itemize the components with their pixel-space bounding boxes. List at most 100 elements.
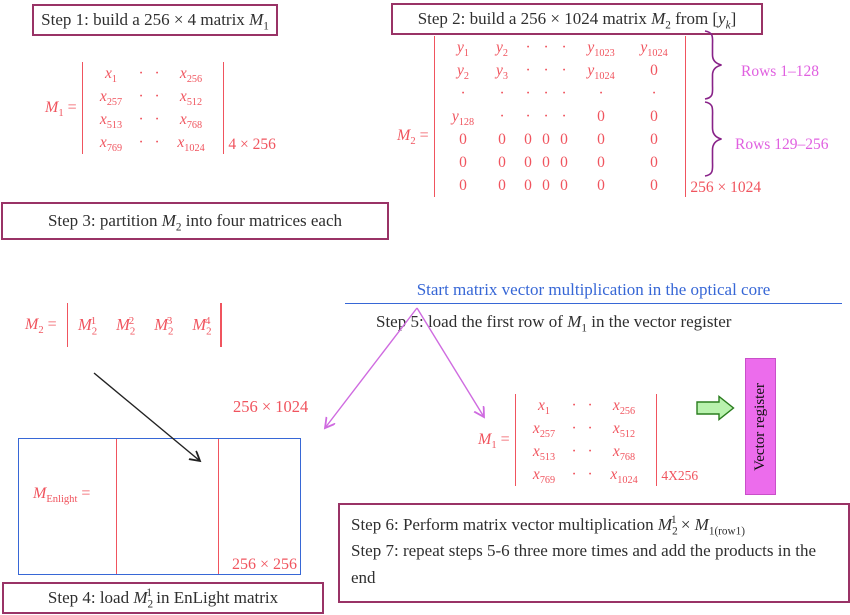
matrix-cell: x1: [538, 396, 551, 417]
matrix-cell: ·: [499, 107, 505, 125]
matrix-cell: ·: [571, 442, 577, 460]
matrix-cell: x512: [612, 419, 636, 440]
vector-register-label: Vector register: [752, 382, 768, 471]
matrix-cell: ·: [525, 84, 531, 102]
step2-box: Step 2: build a 256 × 1024 matrix M2 fro…: [391, 3, 763, 35]
matrix-cell: ·: [543, 107, 549, 125]
m2-dim-label: 256 × 1024: [690, 179, 762, 196]
matrix-cell: y1023: [587, 38, 615, 59]
matrix-cell: ·: [587, 396, 593, 414]
matrix-cell: 0: [650, 176, 658, 194]
step3-label: Step 3: partition M2 into four matrices …: [47, 211, 343, 234]
matrix-cell: x256: [179, 64, 203, 85]
matrix-left-bar: [433, 36, 436, 197]
matrix-right-bar: [656, 394, 658, 486]
matrix-cell: 0: [597, 176, 605, 194]
partition-cell-3: M23: [154, 314, 174, 338]
partition-dim-label: 256 × 1024: [233, 397, 309, 416]
matrix-cell: ·: [587, 465, 593, 483]
matrix-cell: ·: [561, 107, 567, 125]
matrix-cell: ·: [154, 87, 160, 105]
matrix-cell: 0: [524, 130, 532, 148]
matrix-cell: x768: [612, 442, 636, 463]
m1-lhs: M1 =: [45, 99, 77, 120]
step6-7-box: Step 6: Perform matrix vector multiplica…: [338, 503, 850, 603]
matrix-cell: 0: [597, 153, 605, 171]
matrix-cell: y2: [457, 61, 470, 82]
matrix-cell: y1: [457, 38, 470, 59]
matrix-cell: 0: [542, 130, 550, 148]
matrix-cell: ·: [561, 61, 567, 79]
matrix-cell: 0: [542, 176, 550, 194]
matrix-cell: x257: [99, 87, 123, 108]
green-block-arrow: [696, 395, 735, 421]
matrix-cell: 0: [459, 176, 467, 194]
matrix-cell: x257: [532, 419, 556, 440]
partition-divider-line: [116, 439, 118, 574]
matrix-cell: ·: [525, 38, 531, 56]
matrix-cell: ·: [571, 465, 577, 483]
matrix-cell: ·: [543, 61, 549, 79]
matrix-cell: ·: [525, 107, 531, 125]
matrix-cell: ·: [154, 110, 160, 128]
matrix-cell: 0: [650, 107, 658, 125]
step5-label: Step 5: load the first row of M1 in the …: [376, 312, 732, 335]
step3-box: Step 3: partition M2 into four matrices …: [1, 202, 389, 240]
matrix-right-bar: [685, 36, 687, 197]
matrix-cell: x1: [105, 64, 118, 85]
matrix-cell: ·: [571, 419, 577, 437]
matrix-cell: x256: [612, 396, 636, 417]
matrix-cell: ·: [571, 396, 577, 414]
m1-dim-label: 4 × 256: [228, 136, 276, 153]
matrix-cell: x1024: [177, 133, 205, 154]
step1-label: Step 1: build a 256 × 4 matrix M1: [41, 10, 269, 33]
matrix-cell: 0: [542, 153, 550, 171]
enlight-lhs: MEnlight =: [33, 485, 91, 506]
matrix-cell: 0: [498, 176, 506, 194]
partition-lhs: M2 =: [25, 316, 57, 337]
matrix-cell: 0: [560, 153, 568, 171]
matrix-cell: ·: [525, 61, 531, 79]
matrix-cell: x513: [532, 442, 556, 463]
vector-register-box: Vector register: [745, 358, 776, 495]
enlight-dim-label: 256 × 256: [231, 556, 297, 573]
matrix-cell: y128: [451, 107, 475, 128]
matrix-cell: y1024: [640, 38, 668, 59]
rows-1-128-label: Rows 1–128: [741, 63, 819, 80]
matrix-cell: ·: [499, 84, 505, 102]
matrix-cell: ·: [460, 84, 466, 102]
step4-label: Step 4: load M21 in EnLight matrix: [47, 587, 279, 611]
matrix-cell: 0: [524, 176, 532, 194]
matrix-cell: ·: [587, 419, 593, 437]
matrix-cell: x769: [99, 133, 123, 154]
matrix-left-bar: [66, 303, 69, 347]
matrix-cell: 0: [650, 130, 658, 148]
matrix-cell: 0: [560, 130, 568, 148]
matrix-cell: 0: [459, 153, 467, 171]
matrix-cell: ·: [651, 84, 657, 102]
matrix-cell: y2: [496, 38, 509, 59]
matrix-cell: x769: [532, 465, 556, 486]
matrix-cell: x1024: [610, 465, 638, 486]
matrix-cell: ·: [138, 64, 144, 82]
matrix-cell: ·: [138, 87, 144, 105]
matrix-cell: x512: [179, 87, 203, 108]
rows-1-128-brace: [704, 30, 722, 100]
rows-129-256-brace: [704, 101, 722, 177]
matrix-cell: x768: [179, 110, 203, 131]
step7-label: Step 7: repeat steps 5-6 three more time…: [351, 541, 817, 587]
matrix-cell: 0: [498, 130, 506, 148]
partition-cell-2: M22: [116, 314, 136, 338]
matrix-cell: 0: [650, 153, 658, 171]
matrix-cell: 0: [560, 176, 568, 194]
optical-core-heading: Start matrix vector multiplication in th…: [345, 280, 842, 304]
matrix-cell: 0: [459, 130, 467, 148]
rows-129-256-label: Rows 129–256: [735, 136, 829, 153]
